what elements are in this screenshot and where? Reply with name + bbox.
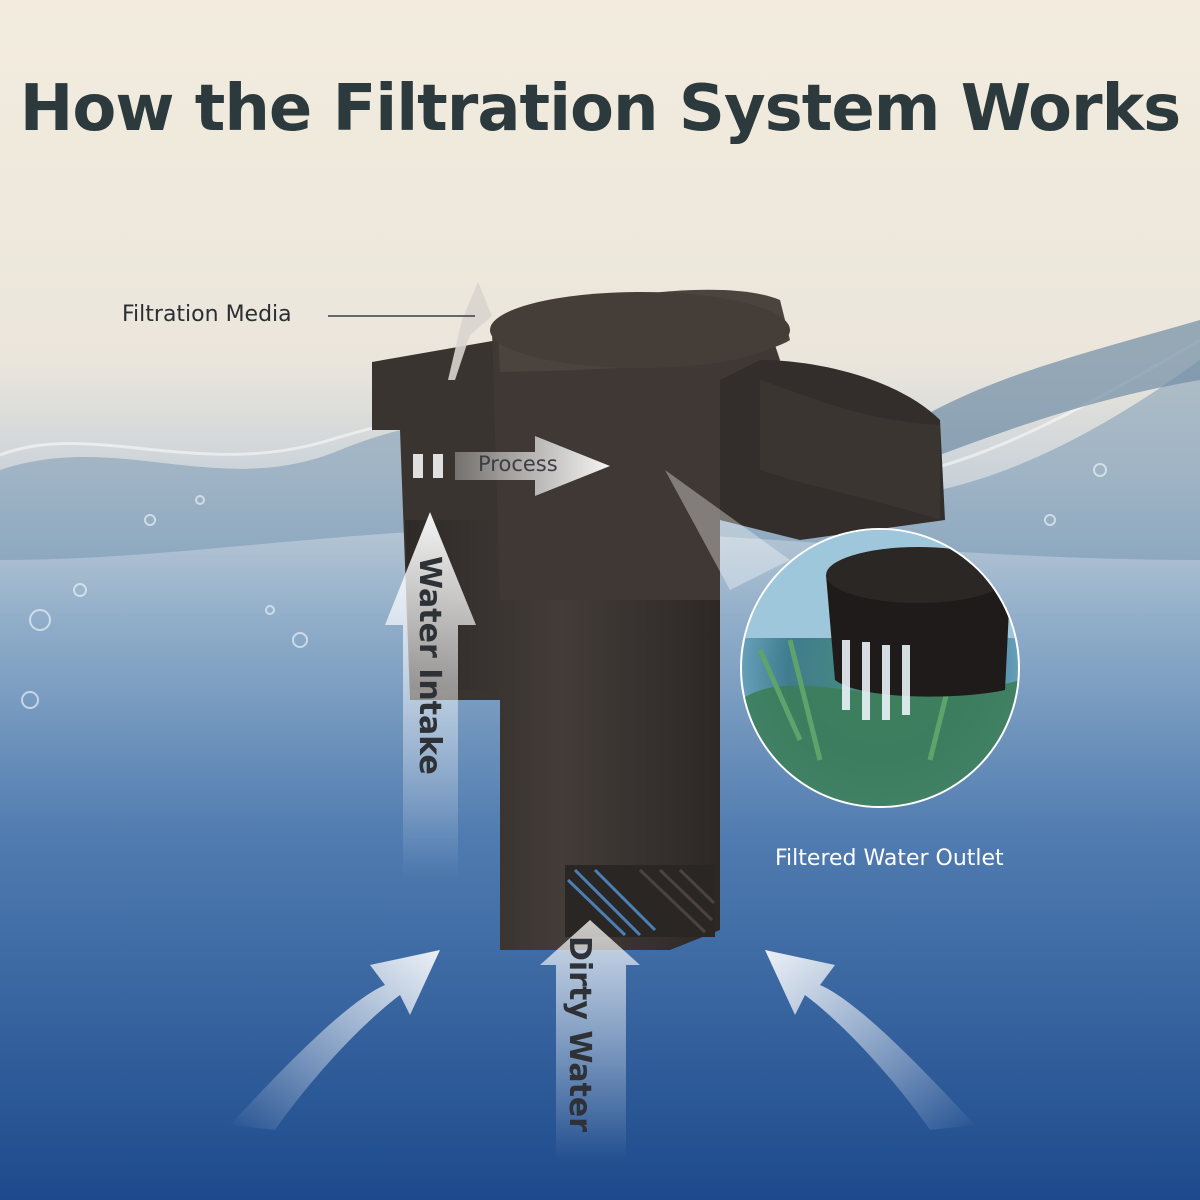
filtration-media-sheet	[448, 282, 492, 380]
filtered-water-outlet-label: Filtered Water Outlet	[775, 846, 1004, 871]
curved-arrow-icon	[230, 950, 440, 1130]
filtration-media-label: Filtration Media	[122, 302, 292, 327]
right-arrow-icon	[413, 436, 610, 496]
curved-arrow-icon	[765, 950, 975, 1130]
outlet-inset-photo	[740, 528, 1020, 808]
up-arrow-icon	[540, 920, 640, 1160]
page-title: How the Filtration System Works	[19, 72, 1181, 146]
water-intake-label: Water Intake	[412, 556, 447, 775]
process-label: Process	[478, 452, 558, 476]
dirty-water-label: Dirty Water	[562, 936, 597, 1133]
up-arrow-icon	[385, 512, 476, 880]
outlet-connector	[665, 470, 790, 590]
